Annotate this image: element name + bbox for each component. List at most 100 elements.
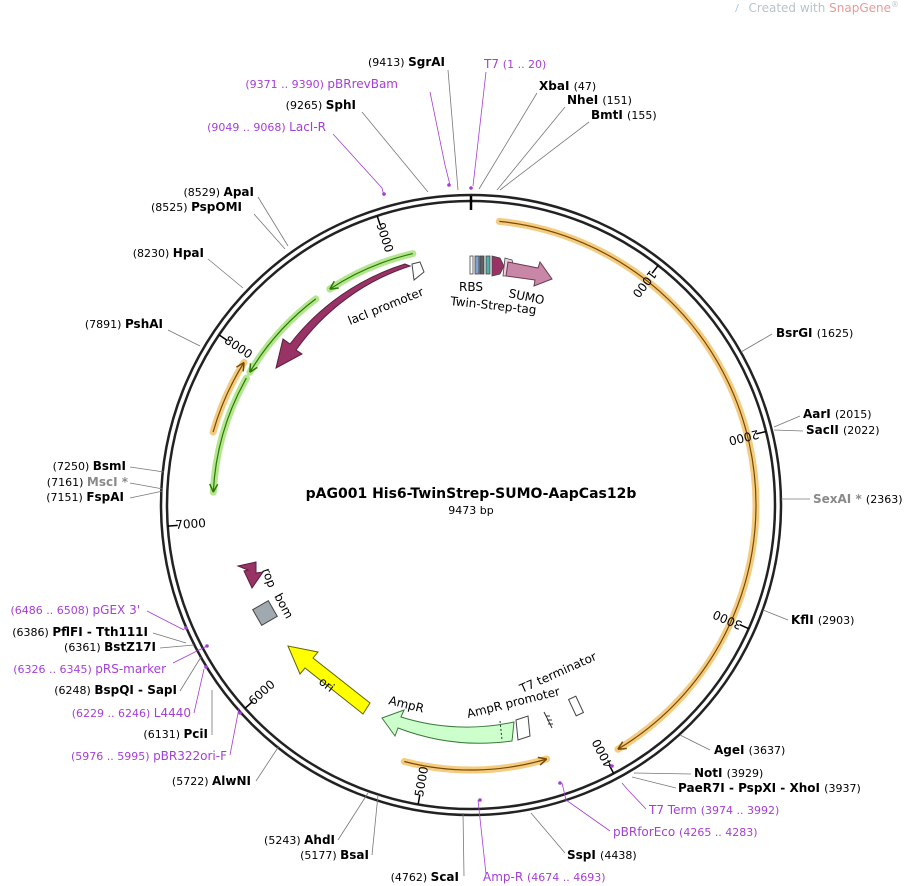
site-label-bstz17i[interactable]: (6361) BstZ17I: [64, 640, 156, 654]
leader-scai: [462, 812, 465, 877]
site-label-laci-r[interactable]: (9049 .. 9068) LacI-R: [207, 120, 326, 134]
site-label-pbr322ori-f[interactable]: (5976 .. 5995) pBR322ori-F: [71, 749, 227, 763]
green-left-arc-b-head: [209, 483, 219, 493]
site-label-pspomi[interactable]: (8525) PspOMI: [151, 200, 242, 214]
site-label-bspqi-sapi[interactable]: (6248) BspQI - SapI: [54, 683, 177, 697]
tick-label-6000: 6000: [246, 677, 278, 708]
orf-left-arc-head: [236, 361, 245, 372]
t7-terminator-box: [567, 695, 585, 717]
primer-mark-pbrfor: [558, 781, 562, 785]
site-label-bsrgi[interactable]: BsrGI (1625): [776, 326, 853, 340]
leader-hpai: [207, 258, 244, 289]
site-label-apai[interactable]: (8529) ApaI: [183, 185, 254, 199]
site-label-xbai[interactable]: XbaI (47): [539, 79, 596, 93]
feature-tracks: [209, 217, 760, 774]
ori-arrow: [287, 645, 371, 715]
leader-bmti: [499, 121, 590, 191]
leader-pbrforeco: [561, 782, 611, 832]
watermark-brand: SnapGene: [829, 1, 891, 15]
site-label-sgrai[interactable]: (9413) SgrAI: [368, 55, 445, 69]
leader-pbr322ori-f: [229, 707, 240, 756]
site-label-bsai[interactable]: (5177) BsaI: [300, 848, 369, 862]
orf-main-arc-head: [617, 741, 627, 750]
site-label-amp-r[interactable]: Amp-R (4674 .. 4693): [483, 870, 606, 884]
leader-ahdi: [337, 792, 369, 841]
site-label-bmti[interactable]: BmtI (155): [591, 108, 657, 122]
tick-label-8000: 8000: [222, 333, 255, 362]
orf-left-arc: [209, 359, 248, 436]
leader-laci-r: [332, 133, 385, 197]
site-label-hpai[interactable]: (8230) HpaI: [133, 246, 204, 260]
site-label-aari[interactable]: AarI (2015): [803, 407, 872, 421]
t7-promoter-glyph: [543, 711, 553, 729]
site-label-alwni[interactable]: (5722) AlwNI: [172, 774, 251, 788]
leader-bsai: [371, 794, 379, 856]
site-label-t7[interactable]: T7 (1 .. 20): [483, 57, 546, 71]
green-laci-arc-band: [326, 250, 417, 293]
green-left-arc-a-line: [249, 298, 317, 373]
tick-label-9000: 9000: [373, 221, 396, 254]
site-label-noti[interactable]: NotI (3929): [694, 766, 763, 780]
site-label-l4440[interactable]: (6229 .. 6246) L4440: [72, 706, 191, 720]
tick-mark-5000: [417, 794, 421, 805]
tag-box-2: [479, 255, 485, 275]
leader-amp-r: [477, 799, 487, 875]
site-label-fspai[interactable]: (7151) FspAI: [46, 490, 124, 504]
orf-main-arc-line: [499, 220, 757, 750]
tick-mark-1000: [651, 264, 659, 274]
tick-label-5000: 5000: [412, 765, 431, 798]
tick-mark-9000: [376, 215, 381, 226]
leader-noti: [633, 772, 692, 775]
rbs-label: RBS: [459, 280, 483, 294]
ampr-label: AmpR: [387, 693, 425, 715]
leader-nhei: [496, 106, 566, 191]
site-label-pcii[interactable]: (6131) PciI: [143, 727, 208, 741]
bom-box: [252, 600, 278, 626]
tick-label-7000: 7000: [175, 516, 206, 532]
site-label-paer7i-pspxi-xhoi[interactable]: PaeR7I - PspXI - XhoI (3937): [678, 781, 861, 795]
site-label-nhei[interactable]: NheI (151): [567, 93, 632, 107]
leader-l4440: [193, 668, 205, 714]
site-label-pbrrevbam[interactable]: (9371 .. 9390) pBRrevBam: [245, 77, 398, 91]
leader-xbai: [478, 92, 538, 190]
leader-pflfi-tth111i: [152, 632, 187, 644]
plasmid-name: pAG001 His6-TwinStrep-SUMO-AapCas12b: [306, 486, 637, 502]
leader-pspomi: [253, 213, 286, 250]
site-label-bsmi[interactable]: (7250) BsmI: [53, 459, 126, 473]
primer-mark-t7term: [610, 764, 614, 768]
site-label-sspi[interactable]: SspI (4438): [567, 848, 637, 862]
site-label-sexai-[interactable]: SexAI * (2363): [813, 492, 902, 506]
leader-apai: [257, 196, 289, 247]
primer-mark-pbrrev: [447, 183, 451, 187]
rop-arrow: [236, 561, 265, 590]
site-label-kfli[interactable]: KflI (2903): [791, 613, 854, 627]
leader-sgrai: [447, 69, 459, 191]
site-label-pshai[interactable]: (7891) PshAI: [85, 317, 163, 331]
laci-arrow: [275, 263, 412, 369]
leader-paer7i-pspxi-xhoi: [631, 776, 677, 789]
orf-main-arc: [495, 217, 760, 753]
leader-bsmi: [129, 466, 165, 473]
site-label-agei[interactable]: AgeI (3637): [714, 743, 785, 757]
orf-amp-arc-head: [537, 756, 548, 766]
leader-pgex-3-: [146, 610, 185, 631]
site-label-t7-term[interactable]: T7 Term (3974 .. 3992): [648, 803, 779, 817]
tick-mark-3000: [739, 623, 750, 630]
primer-mark-t7: [469, 186, 473, 190]
site-label-pbrforeco[interactable]: pBRforEco (4265 .. 4283): [613, 825, 758, 839]
snapgene-logo-icon: [734, 4, 739, 12]
site-label-pflfi-tth111i[interactable]: (6386) PflFI - Tth111I: [12, 625, 148, 639]
primer-mark-l4440: [204, 665, 208, 669]
site-label-prs-marker[interactable]: (6326 .. 6345) pRS-marker: [13, 662, 166, 676]
site-label-msci-[interactable]: (7161) MscI *: [47, 475, 129, 489]
ampr-boundary: [499, 720, 503, 741]
site-label-sphi[interactable]: (9265) SphI: [286, 98, 356, 112]
tick-mark-6000: [244, 701, 253, 709]
site-label-pgex-3-[interactable]: (6486 .. 6508) pGEX 3': [10, 603, 140, 617]
site-label-ahdi[interactable]: (5243) AhdI: [264, 833, 335, 847]
green-left-arc-a-head: [249, 363, 258, 373]
leader-kfli: [762, 609, 789, 621]
plasmid-size: 9473 bp: [448, 504, 493, 517]
site-label-scai[interactable]: (4762) ScaI: [391, 870, 459, 884]
site-label-sacii[interactable]: SacII (2022): [806, 423, 880, 437]
